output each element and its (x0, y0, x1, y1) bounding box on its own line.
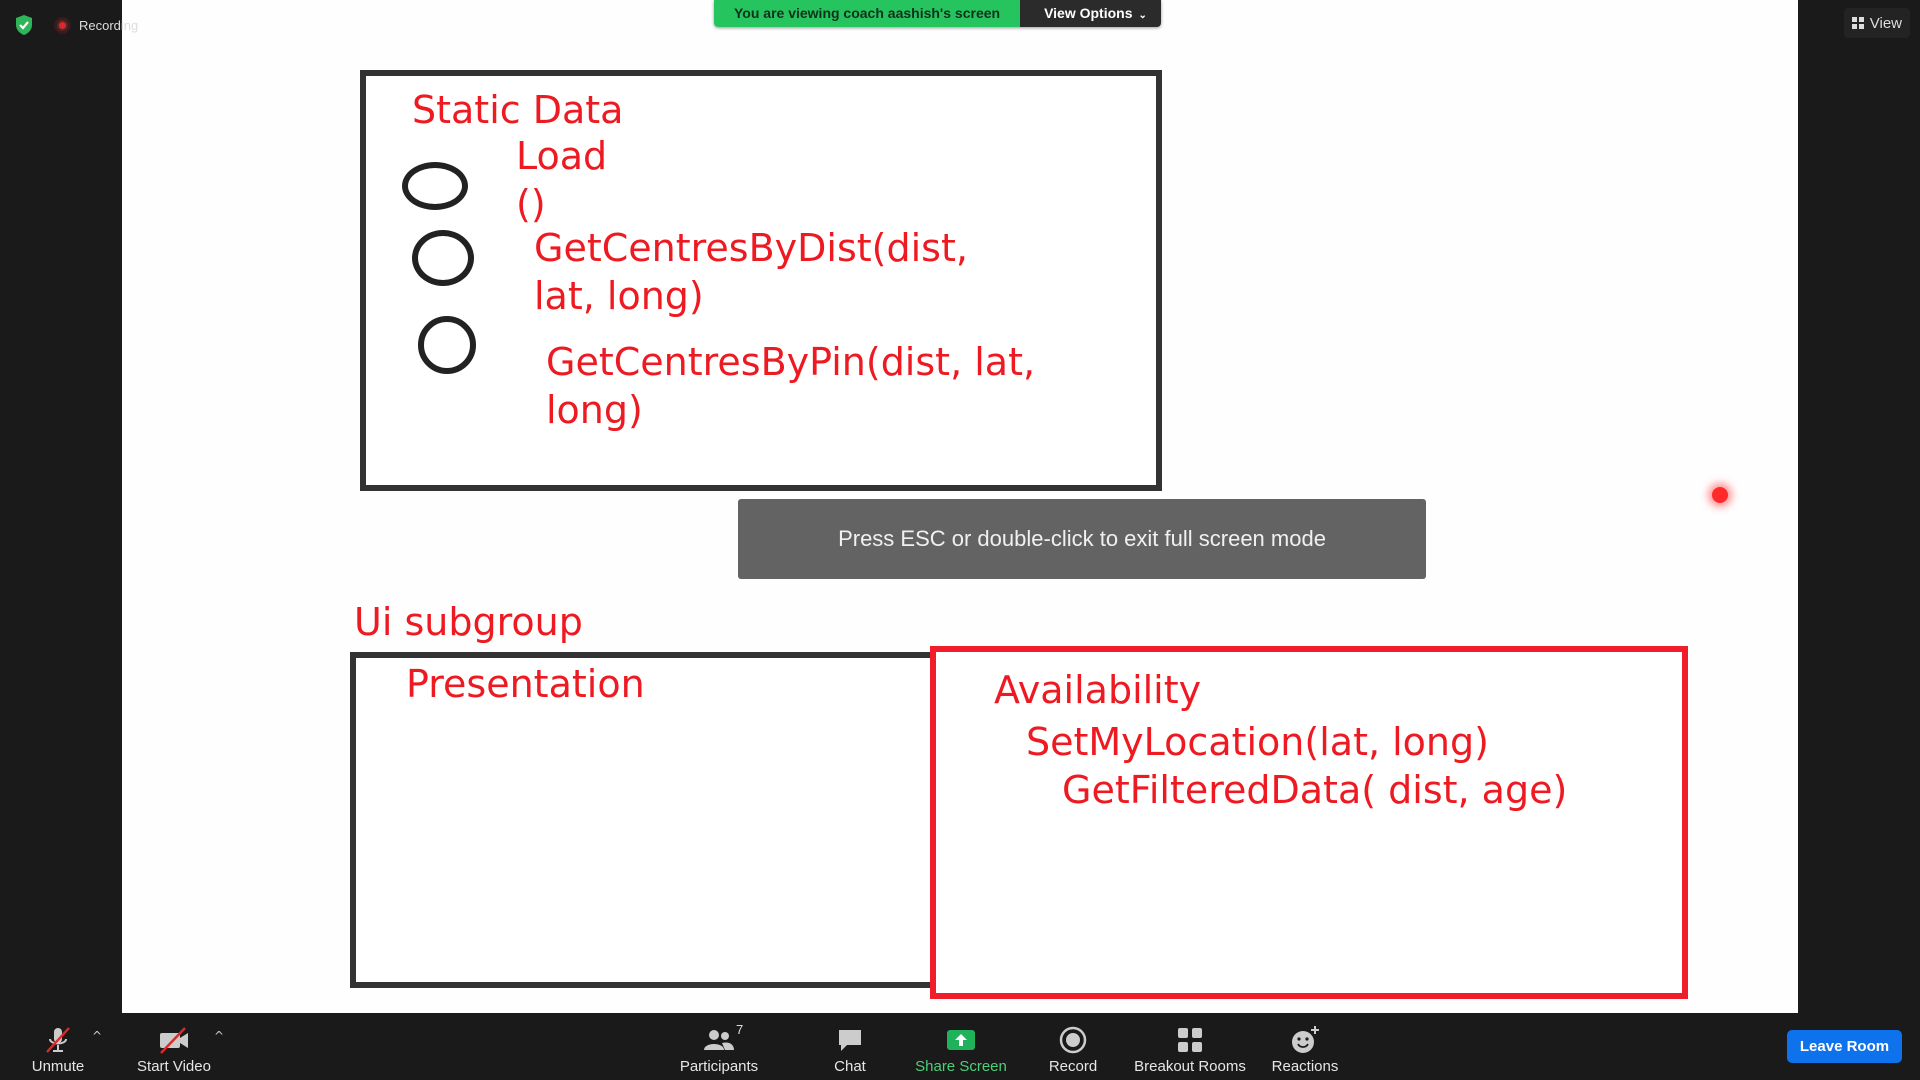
meeting-toolbar: Unmute ^ Start Video ^ (0, 1013, 1920, 1080)
exit-fullscreen-toast: Press ESC or double-click to exit full s… (738, 499, 1426, 579)
chevron-down-icon: ⌄ (1138, 10, 1147, 21)
bullet-circle-3 (418, 316, 476, 374)
bullet-circle-1 (402, 162, 468, 210)
share-screen-label: Share Screen (915, 1058, 1007, 1075)
gallery-grid-icon (1851, 17, 1864, 29)
reactions-smiley-icon (1289, 1022, 1321, 1058)
shared-screen: Static Data Load () GetCentresByDist(dis… (122, 0, 1798, 1013)
view-label: View (1869, 14, 1902, 32)
breakout-rooms-icon (1175, 1022, 1205, 1058)
unmute-label: Unmute (31, 1058, 85, 1075)
presentation-label: Presentation (406, 662, 645, 706)
participants-count: 7 (736, 1022, 744, 1037)
chat-button[interactable]: Chat (820, 1013, 880, 1080)
bullet-circle-2 (412, 230, 474, 286)
share-screen-icon (945, 1022, 977, 1058)
get-centres-by-dist-text-1: GetCentresByDist(dist, (534, 226, 968, 270)
share-screen-button[interactable]: Share Screen (912, 1013, 1010, 1080)
meeting-status: Recording (14, 12, 138, 38)
viewing-screen-label: You are viewing coach aashish's screen (714, 0, 1021, 27)
set-my-location-text: SetMyLocation(lat, long) (1026, 720, 1489, 764)
reactions-label: Reactions (1271, 1058, 1339, 1075)
breakout-rooms-label: Breakout Rooms (1134, 1058, 1246, 1075)
recording-dot-icon (54, 16, 71, 34)
view-options-button[interactable]: View Options ⌄ (1020, 0, 1161, 27)
unmute-button[interactable]: Unmute (22, 1013, 94, 1080)
static-data-box (360, 70, 1162, 491)
participants-icon: 7 (702, 1022, 743, 1058)
start-video-button[interactable]: Start Video (132, 1013, 216, 1080)
recording-label: Recording (79, 17, 139, 33)
chat-bubble-icon (835, 1022, 865, 1058)
availability-title: Availability (994, 668, 1202, 712)
get-centres-by-pin-text-1: GetCentresByPin(dist, lat, (546, 340, 1036, 384)
start-video-label: Start Video (137, 1058, 211, 1075)
reactions-button[interactable]: Reactions (1268, 1013, 1342, 1080)
microphone-muted-icon (43, 1022, 73, 1058)
record-button[interactable]: Record (1040, 1013, 1106, 1080)
get-filtered-data-text: GetFilteredData( dist, age) (1062, 768, 1568, 812)
video-off-icon (157, 1022, 191, 1058)
presentation-box (350, 652, 954, 988)
screen-share-banner: You are viewing coach aashish's screen V… (714, 0, 1161, 27)
record-label: Record (1048, 1058, 1098, 1075)
audio-options-caret-icon[interactable]: ^ (92, 1029, 103, 1043)
get-centres-by-dist-text-2: lat, long) (534, 274, 704, 318)
leave-room-button[interactable]: Leave Room (1787, 1030, 1902, 1063)
availability-box (930, 646, 1688, 999)
get-centres-by-pin-text-2: long) (546, 388, 643, 432)
chat-label: Chat (834, 1058, 866, 1075)
view-options-label: View Options (1044, 5, 1133, 21)
ui-subgroup-label: Ui subgroup (354, 600, 583, 644)
view-button[interactable]: View (1843, 8, 1910, 38)
load-text: Load (516, 134, 608, 178)
participants-button[interactable]: 7 Participants (676, 1013, 762, 1080)
load-parens-text: () (516, 182, 546, 226)
record-icon (1058, 1022, 1088, 1058)
recording-indicator[interactable]: Recording (54, 16, 139, 34)
breakout-rooms-button[interactable]: Breakout Rooms (1128, 1013, 1252, 1080)
encryption-shield-icon[interactable] (14, 14, 34, 36)
static-data-title: Static Data (412, 88, 624, 132)
video-options-caret-icon[interactable]: ^ (214, 1029, 225, 1043)
participants-label: Participants (679, 1058, 759, 1075)
laser-pointer (1712, 487, 1728, 503)
